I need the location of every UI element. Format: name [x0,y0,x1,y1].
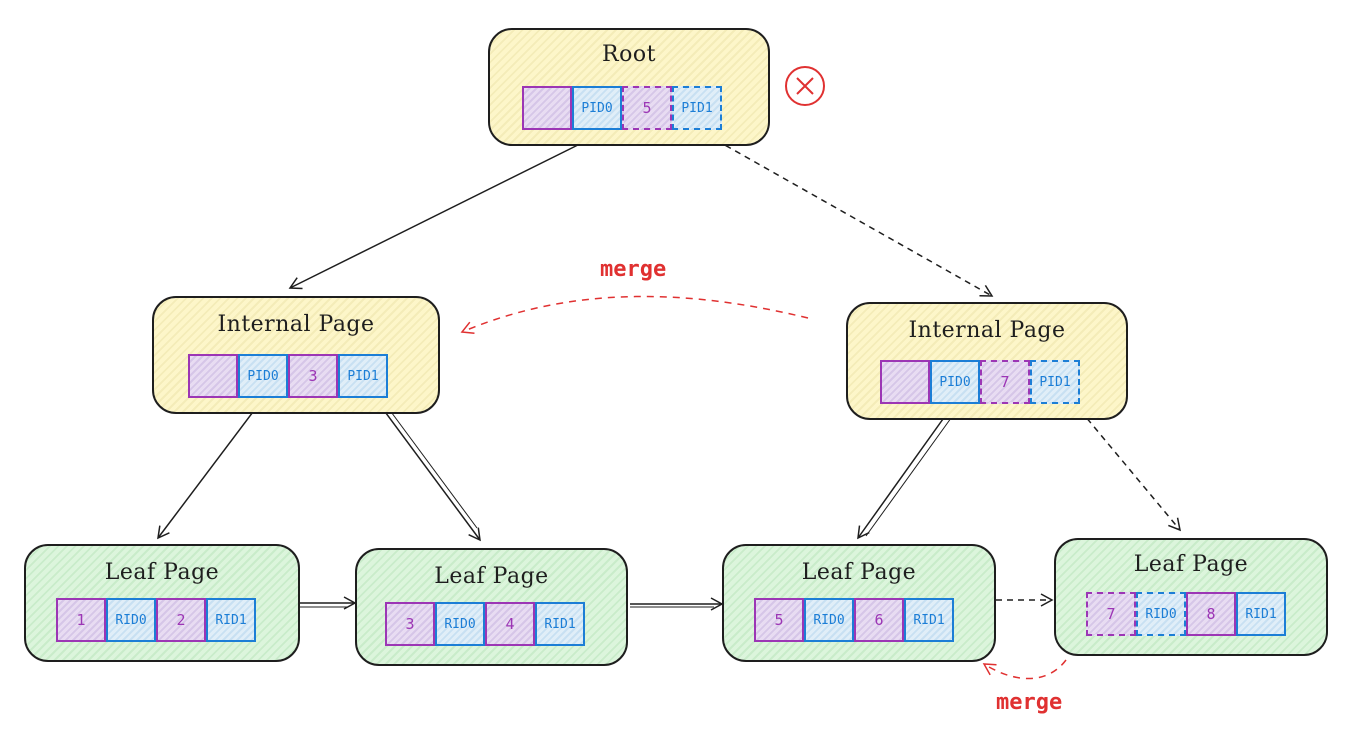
delete-circle-x-icon [785,66,825,106]
internal-left-pointer-pid1: PID1 [338,354,388,398]
leaf4-key-7: 7 [1086,592,1136,636]
edge-internal-left-to-leaf2-shadow [382,400,478,529]
internal-left-key-empty [188,354,238,398]
leaf4-pointer-rid0: RID0 [1136,592,1186,636]
edge-internal-right-to-leaf3-shadow [865,406,960,537]
leaf4-cells: 7 RID0 8 RID1 [1086,592,1286,636]
leaf2-pointer-rid0: RID0 [435,602,485,646]
leaf2-key-4: 4 [485,602,535,646]
root-node: Root PID0 5 PID1 [488,28,770,146]
leaf2-key-3: 3 [385,602,435,646]
leaf4-key-8: 8 [1186,592,1236,636]
internal-left-cells: PID0 3 PID1 [188,354,388,398]
internal-left-pointer-pid0: PID0 [238,354,288,398]
internal-left-title: Internal Page [217,312,375,337]
edge-internal-left-to-leaf2 [376,400,481,542]
edge-root-to-internal-left [288,135,597,290]
leaf1-cells: 1 RID0 2 RID1 [56,598,256,642]
leaf1-key-2: 2 [156,598,206,642]
root-pointer-pid0: PID0 [572,86,622,130]
merge-arrow-leaf [982,659,1067,680]
leaf-page-4: Leaf Page 7 RID0 8 RID1 [1054,538,1328,656]
leaf3-key-6: 6 [854,598,904,642]
edge-root-to-internal-right [715,139,994,297]
leaf3-title: Leaf Page [801,560,917,585]
root-pointer-pid1: PID1 [672,86,722,130]
leaf2-title: Leaf Page [434,564,549,589]
merge-label-internal: merge [600,257,667,282]
internal-right-pointer-pid1: PID1 [1030,360,1080,404]
edge-internal-right-to-leaf4 [1079,409,1182,532]
root-cells: PID0 5 PID1 [522,86,722,130]
leaf1-key-1: 1 [56,598,106,642]
internal-right-key-empty [880,360,930,404]
leaf1-pointer-rid1: RID1 [206,598,256,642]
leaf4-pointer-rid1: RID1 [1236,592,1286,636]
leaf3-pointer-rid1: RID1 [904,598,954,642]
leaf-page-2: Leaf Page 3 RID0 4 RID1 [355,548,628,666]
leaf4-title: Leaf Page [1133,552,1249,577]
internal-right-cells: PID0 7 PID1 [880,360,1080,404]
internal-right-title: Internal Page [908,318,1066,343]
leaf3-pointer-rid0: RID0 [804,598,854,642]
leaf3-key-5: 5 [754,598,804,642]
leaf-page-1: Leaf Page 1 RID0 2 RID1 [24,544,300,662]
internal-left-key-3: 3 [288,354,338,398]
merge-arrow-internal [460,295,809,334]
merge-label-leaf: merge [996,690,1063,715]
leaf2-cells: 3 RID0 4 RID1 [385,602,585,646]
leaf3-cells: 5 RID0 6 RID1 [754,598,954,642]
root-key-5: 5 [622,86,672,130]
leaf1-title: Leaf Page [104,560,220,585]
edge-internal-left-to-leaf1 [157,399,263,540]
internal-right-key-7: 7 [980,360,1030,404]
edge-internal-right-to-leaf3 [857,404,954,540]
internal-page-left: Internal Page PID0 3 PID1 [152,296,440,414]
leaf2-pointer-rid1: RID1 [535,602,585,646]
root-title: Root [602,42,656,67]
internal-page-right: Internal Page PID0 7 PID1 [846,302,1128,420]
leaf1-pointer-rid0: RID0 [106,598,156,642]
root-key-empty [522,86,572,130]
internal-right-pointer-pid0: PID0 [930,360,980,404]
leaf-page-3: Leaf Page 5 RID0 6 RID1 [722,544,996,662]
